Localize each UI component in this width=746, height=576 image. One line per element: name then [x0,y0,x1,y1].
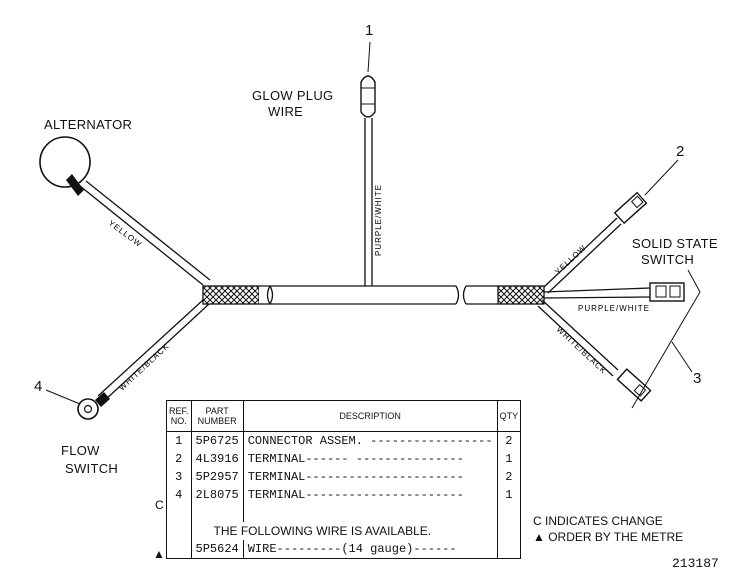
note-order-by-metre: ▲ ORDER BY THE METRE [533,530,684,544]
cell-qty-empty [496,504,522,522]
table-row: 3 5P2957 TERMINAL---------------------- … [166,468,522,486]
wire-label-purple-white-vertical: PURPLE/WHITE [374,184,383,256]
cell-desc: CONNECTOR ASSEM. ----------------- [242,431,498,450]
label-flow: FLOW [61,443,100,458]
cell-qty-empty [496,522,522,540]
label-glow-plug-wire: WIRE [268,104,304,119]
cell-part: 4L3916 [190,450,244,468]
label-flow-switch: SWITCH [65,461,119,476]
alternator-terminal [39,136,91,196]
cell-ref-empty [166,504,192,522]
cell-qty [496,540,522,559]
figure-number: 213187 [672,556,719,571]
cell-ref: 2 [166,450,192,468]
white-black-wire-right [537,299,652,402]
wire-label-purple-white-right: PURPLE/WHITE [578,304,650,313]
table-spacer-row [166,504,522,522]
label-solid-state-switch: SWITCH [641,252,695,267]
yellow-wire-left [79,180,211,286]
cell-qty: 1 [496,486,522,504]
table-note-row: THE FOLLOWING WIRE IS AVAILABLE. [166,522,522,540]
callout-2: 2 [676,143,685,160]
harness-braid-right [497,285,545,305]
glow-plug-wire [360,75,376,286]
cell-part: 5P5624 [190,540,244,559]
cell-qty: 2 [496,431,522,450]
wire-label-white-black-left: WHITE/BLACK [117,341,171,392]
cell-part: 5P2957 [190,468,244,486]
white-black-wire-left [97,299,210,402]
table-row-wire: 5P5624 WIRE---------(14 gauge)------ [166,540,522,559]
parts-table: REF. NO. PART NUMBER DESCRIPTION QTY 1 5… [166,400,522,559]
wire-label-white-black-right: WHITE/BLACK [555,325,609,376]
table-row: 2 4L3916 TERMINAL------ --------------- … [166,450,522,468]
cell-desc: TERMINAL---------------------- [242,486,498,504]
following-note: THE FOLLOWING WIRE IS AVAILABLE. [190,522,498,540]
cell-desc: TERMINAL------ --------------- [242,450,498,468]
callout-leader-2 [644,159,679,196]
yellow-wire-right [543,191,648,294]
callout-bracket-3 [631,269,701,409]
cell-part-empty [190,504,244,522]
cell-desc: WIRE---------(14 gauge)------ [242,540,498,559]
cell-ref-empty [166,522,192,540]
harness-braid-left [202,285,260,305]
callout-leader-1 [367,41,371,73]
callout-3: 3 [693,370,702,387]
header-ref: REF. NO. [166,400,192,432]
cell-part: 5P6725 [190,431,244,450]
cell-part: 2L8075 [190,486,244,504]
callout-4: 4 [34,378,43,395]
table-header: REF. NO. PART NUMBER DESCRIPTION QTY [166,400,522,432]
main-harness-tube [259,285,498,305]
cell-ref-empty [166,540,192,559]
cell-ref: 4 [166,486,192,504]
table-row: 1 5P6725 CONNECTOR ASSEM. --------------… [166,431,522,450]
callout-1: 1 [365,22,374,39]
note-change: C INDICATES CHANGE [533,514,663,528]
cell-desc: TERMINAL---------------------- [242,468,498,486]
table-row: 4 2L8075 TERMINAL---------------------- … [166,486,522,504]
cell-qty: 1 [496,450,522,468]
metre-mark: ▲ [153,547,165,561]
cell-desc-empty [242,504,498,522]
flow-switch-terminal [77,392,110,420]
cell-qty: 2 [496,468,522,486]
label-glow-plug: GLOW PLUG [252,88,334,103]
cell-ref: 1 [166,431,192,450]
label-alternator: ALTERNATOR [44,117,133,132]
callout-leader-4 [45,389,81,405]
header-part: PART NUMBER [190,400,244,432]
header-desc: DESCRIPTION [242,400,498,432]
cell-ref: 3 [166,468,192,486]
header-qty: QTY [496,400,522,432]
label-solid-state: SOLID STATE [632,236,718,251]
purple-white-wire-right [543,282,685,302]
change-mark: C [155,498,164,512]
